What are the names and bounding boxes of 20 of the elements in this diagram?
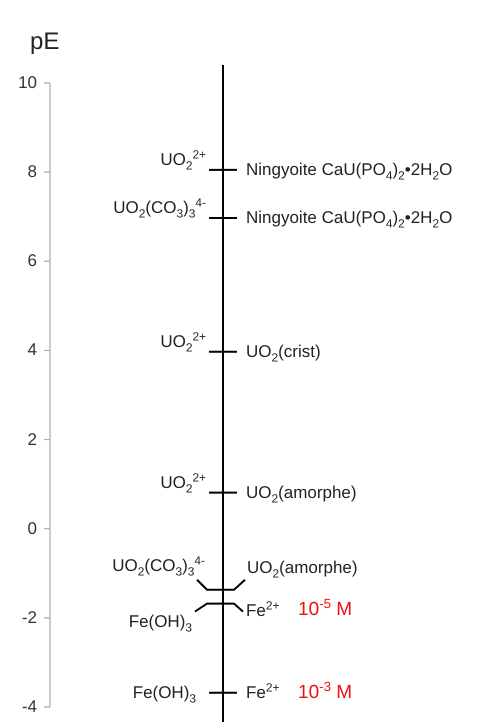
species-label: UO$_{2}$(amorphe) [246, 482, 357, 502]
species-label: Fe(OH)$_{3}$ [128, 612, 192, 632]
species-label: Fe(OH)$_{3}$ [132, 682, 196, 702]
tick-label: 6 [28, 252, 37, 272]
concentration-label: 10$^{-3}$ M [298, 682, 352, 704]
species-label: Ningyoite CaU(PO$_{4}$)$_{2}$•2H$_{2}$O [246, 160, 452, 180]
tick-label: 0 [28, 518, 37, 538]
species-label: Fe$^{2+}$ [246, 682, 280, 702]
species-label: UO$_{2}$(crist) [246, 342, 321, 362]
tick-label: 10 [18, 73, 37, 93]
tick-label: -2 [22, 608, 37, 628]
axis-title: pE [30, 28, 60, 56]
tick-label: 2 [28, 430, 37, 450]
tick-label: 8 [28, 162, 37, 182]
concentration-label: 10$^{-5}$ M [298, 598, 352, 620]
species-label: UO$_{2}$(amorphe) [247, 558, 358, 578]
species-label: Fe$^{2+}$ [246, 600, 280, 620]
species-label: Ningyoite CaU(PO$_{4}$)$_{2}$•2H$_{2}$O [246, 208, 452, 228]
tick-label: -4 [22, 697, 37, 717]
tick-label: 4 [28, 340, 37, 360]
